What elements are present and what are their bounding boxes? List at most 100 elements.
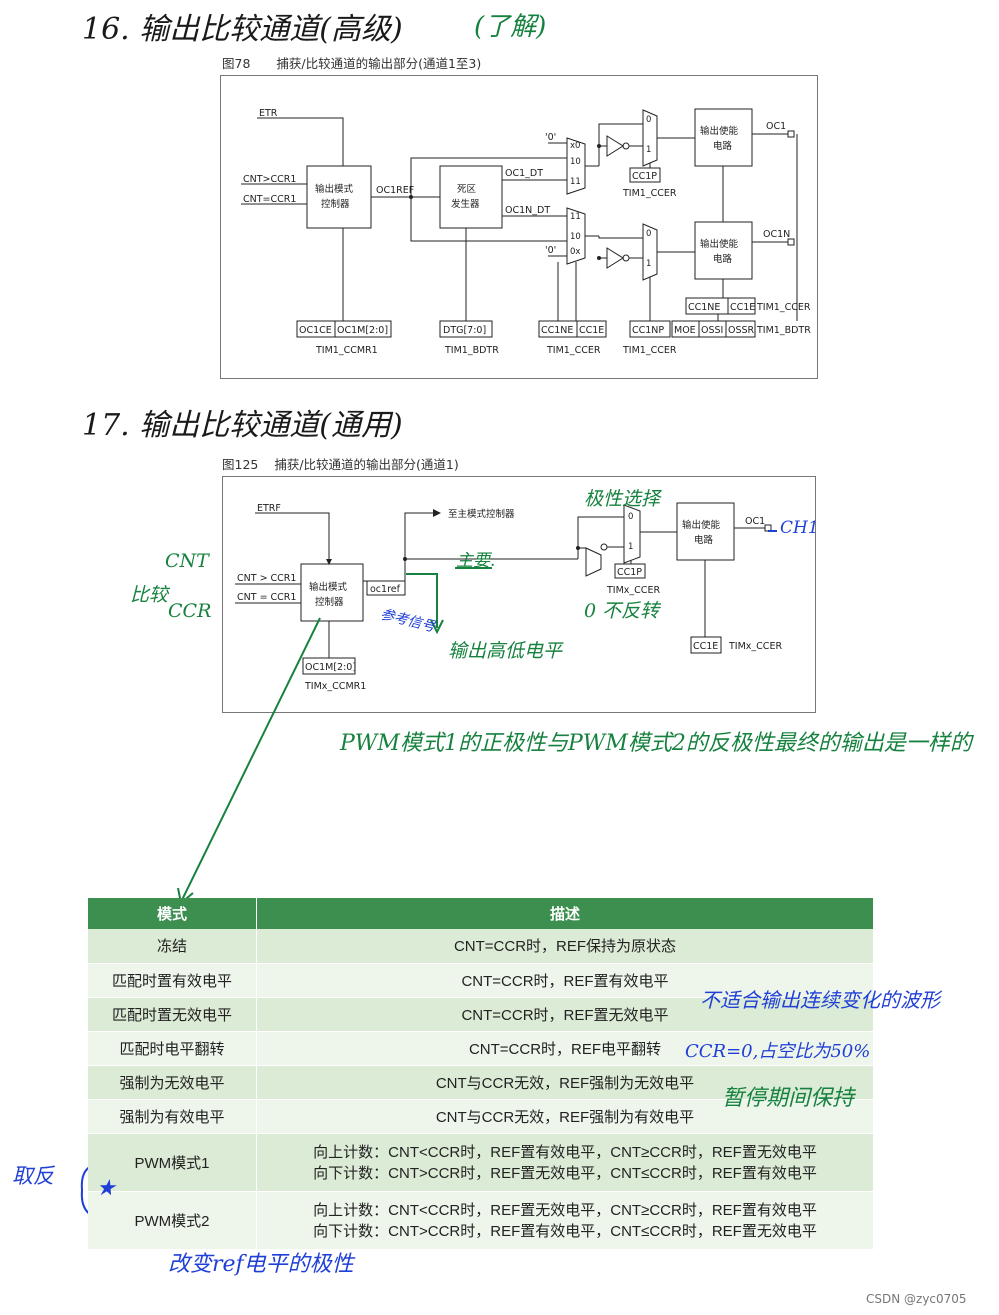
figure125-caption-number: 图125 xyxy=(222,457,259,472)
fig78-etr-label: ETR xyxy=(259,108,278,119)
fig78-oe1-line1: 输出使能 xyxy=(700,125,739,137)
mode-cell: PWM模式2 xyxy=(88,1191,257,1250)
fig125-cnt-gt-label: CNT > CCR1 xyxy=(237,573,296,584)
table-row: PWM模式2 向上计数：CNT<CCR时，REF置无效电平，CNT≥CCR时，R… xyxy=(88,1191,874,1250)
lower-output-mux xyxy=(566,207,586,265)
fig78-deadtime-line2: 发生器 xyxy=(451,198,480,210)
table-row: 匹配时电平翻转 CNT=CCR时，REF电平翻转 xyxy=(88,1031,874,1066)
oc1m-register-box xyxy=(334,320,392,338)
description-cell: CNT与CCR无效，REF强制为有效电平 xyxy=(256,1099,874,1134)
note-one: 1 xyxy=(268,968,269,969)
cc1p-register-box xyxy=(614,563,646,579)
figure78-diagram: ETR CNT>CCR1 CNT=CCR1 输出模式 控制器 OC1REF 死区… xyxy=(220,75,818,379)
description-cell: CNT与CCR无效，REF强制为无效电平 xyxy=(256,1065,874,1100)
fig78-tim1ccmr1-label: TIM1_CCMR1 xyxy=(315,345,378,356)
table-header-mode: 模式 xyxy=(88,898,257,929)
fig125-oe-line1: 输出使能 xyxy=(682,519,721,531)
fig78-oe2-line1: 输出使能 xyxy=(700,238,739,250)
fig78-ossi-label: OSSI xyxy=(701,325,723,336)
fig78-tim1ccer-upper: TIM1_CCER xyxy=(622,188,677,199)
fig78-lower-mux-1: 1 xyxy=(646,259,651,269)
note-no-invert: 0 不反转 xyxy=(584,600,660,622)
note-star: ★ xyxy=(96,1176,116,1201)
mode-cell: 强制为无效电平 xyxy=(88,1065,257,1100)
mode-cell: 匹配时置无效电平 xyxy=(88,997,257,1032)
output-compare-mode-table: 模式 描述 冻结 CNT=CCR时，REF保持为原状态 匹配时置有效电平 CNT… xyxy=(88,898,874,1250)
fig78-lower-11: 11 xyxy=(570,212,581,222)
fig78-upper-11: 11 xyxy=(570,177,581,187)
description-line-up: 向上计数：CNT<CCR时，REF置无效电平，CNT≥CCR时，REF置有效电平 xyxy=(313,1202,817,1219)
fig125-omc-line2: 控制器 xyxy=(315,596,344,608)
fig125-mux-0: 0 xyxy=(628,512,633,522)
fig78-upper-mux-0: 0 xyxy=(646,115,651,125)
fig125-timxccer-upper: TIMx_CCER xyxy=(606,585,660,596)
pointer-arrow-to-table xyxy=(181,617,321,901)
fig125-to-master-label: 至主模式控制器 xyxy=(448,508,515,520)
lower-polarity-mux xyxy=(642,223,658,281)
description-cell: CNT=CCR时，REF电平翻转 xyxy=(256,1031,874,1066)
note-ch1: CH1 xyxy=(780,518,819,538)
cc1e-2-register-box xyxy=(576,320,607,338)
cc1e-register-box xyxy=(690,636,722,654)
fig78-omc-line1: 输出模式 xyxy=(315,183,354,195)
heading-16: 16. 输出比较通道(高级) xyxy=(82,12,403,47)
figure78-caption-text: 捕获/比较通道的输出部分(通道1至3) xyxy=(276,56,482,71)
mode-cell: 强制为有效电平 xyxy=(88,1099,257,1134)
description-cell: CNT=CCR时，REF置有效电平 xyxy=(256,963,874,998)
fig78-tim1ccer-right: TIM1_CCER xyxy=(756,302,811,313)
fig78-oc1n-label: OC1N xyxy=(763,229,790,240)
fig78-moe-label: MOE xyxy=(674,325,696,336)
note-ccr: CCR xyxy=(168,600,212,622)
fig78-ossr-label: OSSR xyxy=(728,325,755,336)
note-not-suitable: 不适合输出连续变化的波形 xyxy=(700,988,940,1012)
note-invert: 取反 xyxy=(12,1164,54,1188)
fig125-etrf-label: ETRF xyxy=(257,503,281,514)
description-cell: CNT=CCR时，REF置无效电平 xyxy=(256,997,874,1032)
note-cnt: CNT xyxy=(165,550,209,572)
table-row: PWM模式1 向上计数：CNT<CCR时，REF置有效电平，CNT≥CCR时，R… xyxy=(88,1133,874,1192)
upper-polarity-mux xyxy=(642,109,658,167)
fig78-oe1-line2: 电路 xyxy=(713,140,733,152)
fig78-oc1ce-label: OC1CE xyxy=(299,325,332,336)
mode-cell: 匹配时电平翻转 xyxy=(88,1031,257,1066)
cc1p-register-box xyxy=(629,167,661,183)
mode-cell: 匹配时置有效电平 xyxy=(88,963,257,998)
ref-signal-arrow xyxy=(406,573,438,628)
description-line-down: 向下计数：CNT>CCR时，REF置有效电平，CNT≤CCR时，REF置无效电平 xyxy=(313,1223,817,1240)
note-compare: 比较 xyxy=(130,584,169,606)
cc1e-register-box xyxy=(727,297,756,315)
fig78-cc1e-label: CC1E xyxy=(730,302,755,313)
note-pause-keep: 暂停期间保持 xyxy=(722,1086,855,1111)
fig78-cc1e-2-label: CC1E xyxy=(579,325,604,336)
fig78-oc1ref-label: OC1REF xyxy=(376,185,414,196)
fig78-tim1bdtr-right: TIM1_BDTR xyxy=(756,325,811,336)
fig125-cc1p-label: CC1P xyxy=(617,567,642,578)
fig78-tim1ccer-bottom1: TIM1_CCER xyxy=(546,345,601,356)
fig78-oe2-line2: 电路 xyxy=(713,253,733,265)
fig78-deadtime-line1: 死区 xyxy=(457,184,477,195)
mode-cell: 冻结 xyxy=(88,929,257,964)
figure125-caption: 图125 捕获/比较通道的输出部分(通道1) xyxy=(222,454,459,473)
fig78-oc1ndt-label: OC1N_DT xyxy=(505,205,550,216)
ossr-register-box xyxy=(725,320,756,338)
fig78-cc1p-label: CC1P xyxy=(632,171,657,182)
table-row: 冻结 CNT=CCR时，REF保持为原状态 xyxy=(88,929,874,964)
fig78-omc-line2: 控制器 xyxy=(321,198,350,210)
figure125-diagram: ETRF CNT > CCR1 CNT = CCR1 输出模式 控制器 oc1r… xyxy=(222,476,816,713)
fig78-lower-0x: 0x xyxy=(570,247,580,257)
note-main: 主要. xyxy=(456,551,496,571)
table-row: 匹配时置无效电平 CNT=CCR时，REF置无效电平 xyxy=(88,997,874,1032)
inverter xyxy=(585,547,602,577)
fig78-lower-10: 10 xyxy=(570,232,581,242)
mode-table-wrapper: 模式 描述 冻结 CNT=CCR时，REF保持为原状态 匹配时置有效电平 CNT… xyxy=(88,898,874,1250)
fig78-upper-x0: x0 xyxy=(570,141,580,151)
figure125-caption-text: 捕获/比较通道的输出部分(通道1) xyxy=(274,457,459,472)
table-row: 强制为无效电平 CNT与CCR无效，REF强制为无效电平 xyxy=(88,1065,874,1100)
fig125-timxccmr1-label: TIMx_CCMR1 xyxy=(304,681,366,692)
output-mode-controller-block xyxy=(300,563,364,622)
fig125-mux-1: 1 xyxy=(628,542,633,552)
fig125-oc1m-label: OC1M[2:0] xyxy=(305,662,356,673)
note-zero: 0 xyxy=(268,1004,269,1005)
table-header-description: 描述 xyxy=(256,898,874,929)
note-polarity-select: 极性选择 xyxy=(584,488,661,510)
